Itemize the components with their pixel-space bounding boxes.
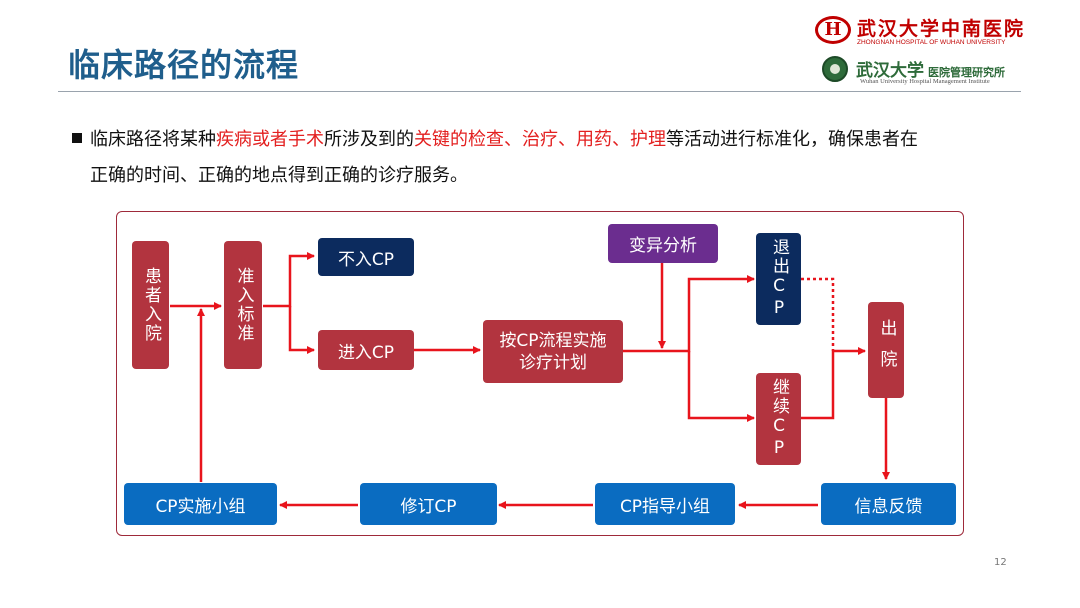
hospital-emblem-icon: H — [815, 16, 851, 44]
box-cp-guide-group: CP指导小组 — [595, 483, 735, 525]
hospital-name-en: ZHONGNAN HOSPITAL OF WUHAN UNIVERSITY — [857, 39, 1006, 46]
box-implement-plan: 按CP流程实施诊疗计划 — [483, 320, 623, 383]
flow-frame — [116, 211, 964, 536]
page-number: 12 — [994, 557, 1007, 568]
institute-logo: 武汉大学医院管理研究所 Wuhan University Hospital Ma… — [822, 56, 1022, 88]
arrow-implement-to-continue — [687, 351, 755, 422]
page-title: 临床路径的流程 — [68, 46, 300, 84]
box-revise-cp: 修订CP — [360, 483, 497, 525]
box-cp-implementation-group: CP实施小组 — [124, 483, 277, 525]
box-exit-cp: 退出CP — [756, 233, 801, 325]
box-patient-admission: 患者入院 — [132, 241, 169, 369]
box-not-enter-cp: 不入CP — [318, 238, 414, 276]
university-seal-icon — [822, 56, 848, 82]
box-variation-analysis: 变异分析 — [608, 224, 718, 263]
arrow-criteria-to-not-enter — [263, 252, 315, 308]
bullet-paragraph: 临床路径将某种疾病或者手术所涉及到的关键的检查、治疗、用药、护理等活动进行标准化… — [72, 122, 1032, 194]
box-enter-cp: 进入CP — [318, 330, 414, 370]
institute-name-cn: 武汉大学医院管理研究所 — [856, 61, 1005, 81]
hospital-name-cn: 武汉大学中南医院 — [857, 18, 1026, 40]
hospital-logo: H 武汉大学中南医院 ZHONGNAN HOSPITAL OF WUHAN UN… — [815, 14, 1023, 50]
bullet-text-1: 临床路径将某种 — [90, 129, 216, 150]
title-divider — [58, 91, 1021, 92]
bullet-highlight-2: 关键的检查、治疗、用药、护理 — [414, 129, 666, 150]
bullet-highlight-1: 疾病或者手术 — [216, 129, 324, 150]
arrow-criteria-to-enter — [288, 306, 315, 354]
box-discharge: 出院 — [868, 302, 904, 398]
arrow-continue-to-discharge — [801, 347, 866, 420]
bullet-text-2: 所涉及到的 — [324, 129, 414, 150]
arrow-implement-to-exit — [623, 275, 755, 353]
bullet-line-2: 正确的时间、正确的地点得到正确的诊疗服务。 — [90, 165, 468, 186]
institute-name-en: Wuhan University Hospital Management Ins… — [860, 78, 990, 85]
bullet-text-3: 等活动进行标准化，确保患者在 — [666, 129, 918, 150]
box-continue-cp: 继续CP — [756, 373, 801, 465]
connector-exit-to-discharge — [801, 277, 835, 351]
box-information-feedback: 信息反馈 — [821, 483, 956, 525]
bullet-square-icon — [72, 133, 82, 143]
box-admission-criteria: 准入标准 — [224, 241, 262, 369]
